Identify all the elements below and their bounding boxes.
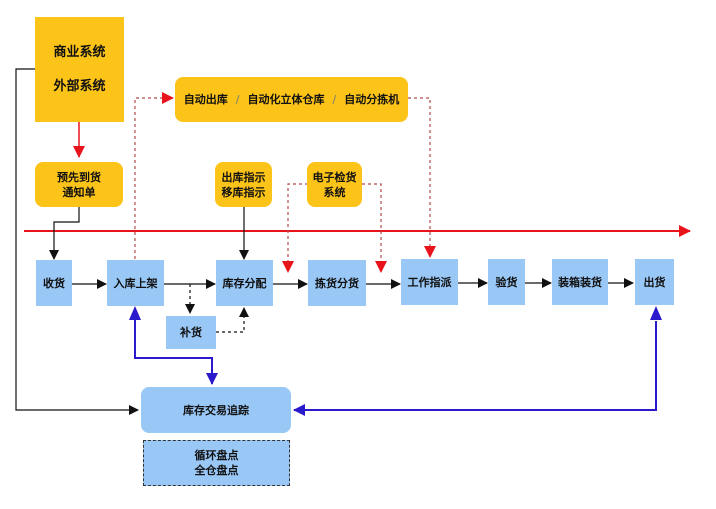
counting-line1: 循环盘点	[194, 449, 239, 462]
automation-sep2: /	[332, 93, 337, 106]
step-receiving-label: 收货	[43, 276, 65, 290]
step-shipping-label: 出货	[643, 275, 666, 289]
business-system-box: 商业系统 外部系统	[35, 17, 124, 122]
step-packing-label: 装箱装货	[558, 275, 602, 289]
automation-box: 自动出库 / 自动化立体仓库 / 自动分拣机	[175, 77, 408, 122]
counting-line2: 全仓盘点	[194, 464, 239, 477]
step-putaway: 入库上架	[107, 260, 164, 306]
step-putaway-label: 入库上架	[113, 276, 158, 290]
arrow-replenishment-to-allocation	[216, 307, 249, 333]
arrow-putaway-to-automation	[134, 92, 174, 259]
arrow-echeck-to-picking-side	[362, 183, 387, 273]
arrowhead-shipping-up	[650, 306, 662, 320]
arrow-echeck-to-allocation-side	[282, 183, 308, 273]
asn-line1: 预先到货	[57, 170, 101, 184]
instructions-line1: 出库指示	[221, 170, 266, 184]
step-dispatch: 工作指派	[401, 259, 458, 305]
replenishment-box: 补货	[166, 316, 216, 349]
automation-item1: 自动出库	[183, 93, 228, 106]
step-packing: 装箱装货	[552, 259, 608, 305]
instructions-box: 出库指示 移库指示	[215, 162, 272, 207]
electronic-check-line2: 系统	[323, 185, 346, 199]
step-inspection-label: 验货	[495, 275, 518, 289]
step-inspection: 验货	[488, 259, 525, 305]
step-receiving: 收货	[36, 260, 72, 306]
replenishment-label: 补货	[180, 326, 202, 339]
automation-item2: 自动化立体仓库	[247, 93, 325, 106]
step-picking: 拣货分货	[308, 260, 366, 306]
arrow-asn-to-receiving	[49, 207, 80, 260]
arrowhead-putaway-up	[129, 306, 141, 320]
tracking-box: 库存交易追踪	[141, 387, 291, 433]
step-shipping: 出货	[635, 259, 674, 305]
business-system-line1: 商业系统	[53, 44, 106, 60]
tracking-label: 库存交易追踪	[183, 403, 249, 417]
counting-box: 循环盘点 全仓盘点	[143, 440, 290, 486]
business-system-line2: 外部系统	[53, 78, 106, 94]
asn-line2: 通知单	[62, 185, 96, 199]
arrow-putaway-tracking	[134, 308, 218, 385]
electronic-check-line1: 电子检货	[312, 170, 357, 184]
asn-box: 预先到货 通知单	[35, 162, 123, 207]
step-dispatch-label: 工作指派	[407, 275, 452, 289]
step-picking-label: 拣货分货	[315, 276, 359, 290]
step-allocation: 库存分配	[216, 260, 273, 306]
automation-item3: 自动分拣机	[344, 93, 400, 106]
arrow-business-to-tracking	[15, 68, 139, 415]
arrow-automation-to-dispatch	[408, 97, 436, 258]
electronic-check-box: 电子检货 系统	[307, 162, 362, 207]
automation-sep1: /	[235, 93, 240, 106]
instructions-line2: 移库指示	[221, 185, 266, 199]
arrow-shipping-tracking	[293, 321, 657, 416]
step-allocation-label: 库存分配	[222, 276, 267, 290]
